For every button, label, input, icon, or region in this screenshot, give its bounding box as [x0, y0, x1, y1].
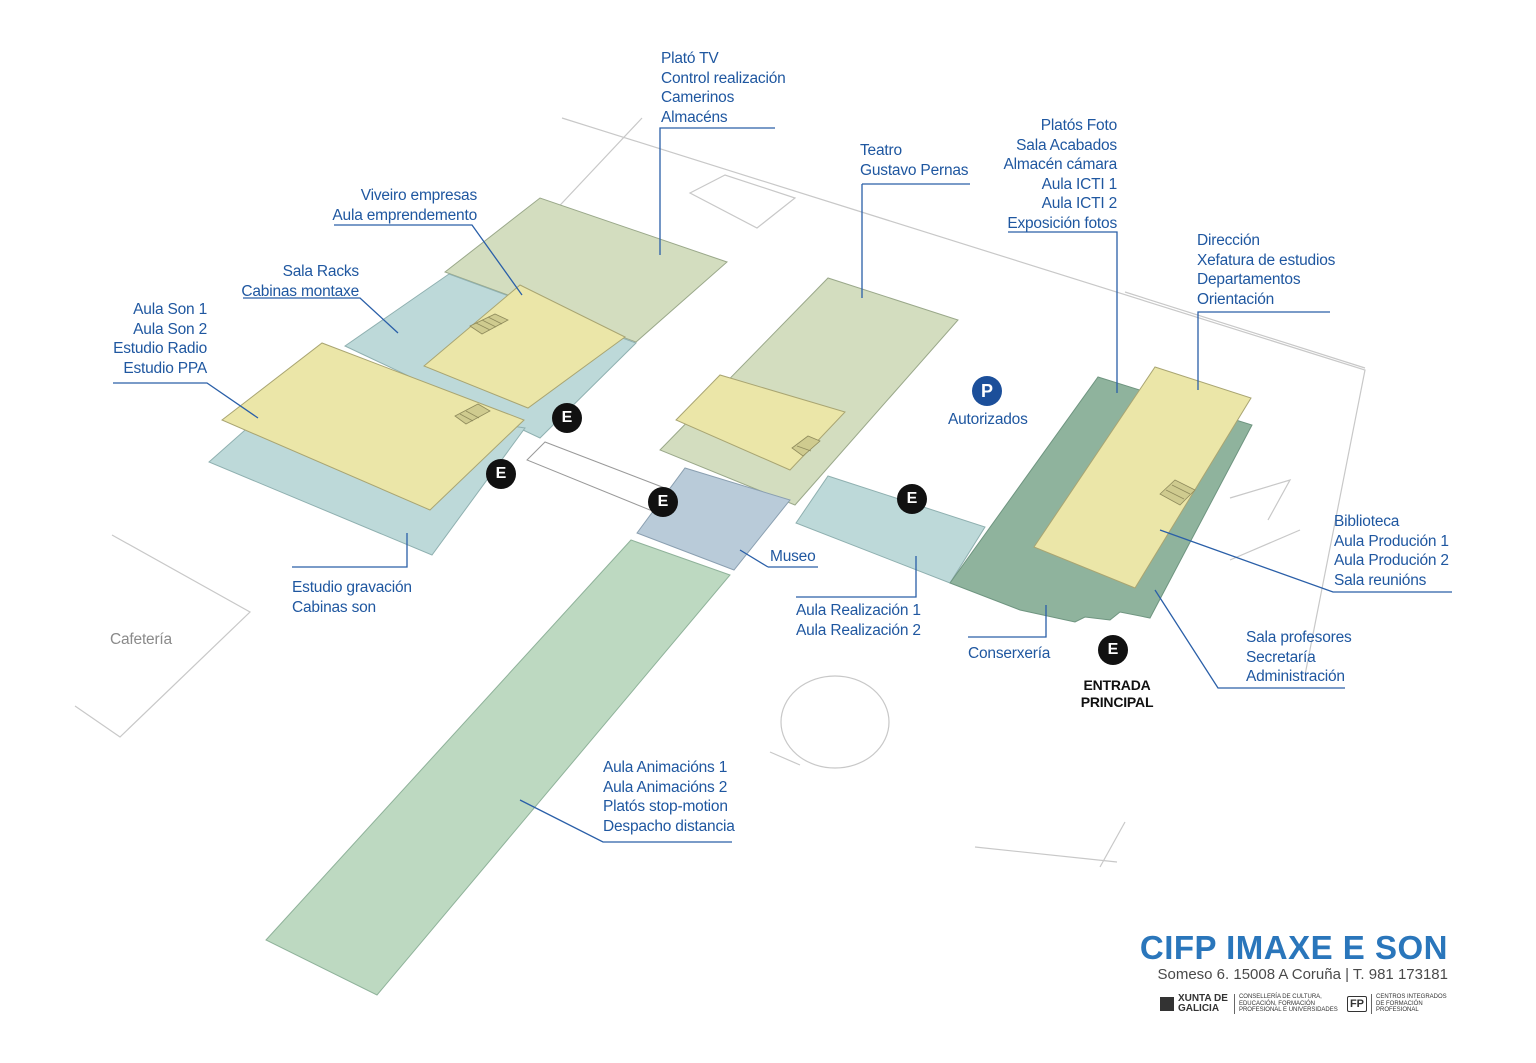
label-line: Aula emprendemento [332, 206, 477, 224]
label-line: Aula Produción 2 [1334, 552, 1449, 569]
fp-mark-icon: FP [1346, 996, 1367, 1012]
label-autorizados: Autorizados [948, 410, 1028, 430]
label-line: Gustavo Pernas [860, 161, 969, 179]
label-line: Platós stop-motion [603, 798, 728, 815]
stairs-icon [1159, 479, 1196, 506]
label-line: Aula Son 2 [133, 320, 207, 338]
label-platos-foto: Platós Foto Sala Acabados Almacén cámara… [990, 116, 1118, 233]
label-line: Plató TV [661, 50, 719, 67]
label-line: Aula Realización 1 [796, 602, 921, 619]
building-aula-son[interactable] [221, 342, 525, 511]
entrance-marker[interactable]: E [897, 484, 927, 514]
stairs-icon [791, 435, 821, 457]
entrance-marker[interactable]: E [648, 487, 678, 517]
label-line: PRINCIPAL [1080, 694, 1154, 710]
label-line: Autorizados [948, 411, 1028, 428]
label-line: Despacho distancia [603, 817, 735, 835]
label-teatro: Teatro Gustavo Pernas [860, 141, 969, 180]
label-line: Aula Animacións 1 [603, 759, 728, 776]
label-line: Almacéns [661, 108, 728, 126]
label-entrada-principal: ENTRADA PRINCIPAL [1077, 677, 1157, 711]
label-line: Dirección [1197, 232, 1260, 249]
xunta-name: XUNTA DE GALICIA [1177, 993, 1228, 1014]
site-outline-square [688, 174, 797, 229]
building-direccion[interactable] [1033, 366, 1252, 589]
xunta-shield-icon [1159, 997, 1174, 1011]
label-line: Aula Produción 1 [1334, 532, 1449, 550]
cafeteria-outline [74, 534, 251, 738]
label-line: Aula ICTI 2 [1041, 195, 1118, 212]
site-outline-north [561, 117, 1366, 676]
stairs-icon [469, 313, 509, 335]
fp-text: CENTROS INTEGRADOS DE FORMACIÓN PROFESIO… [1371, 994, 1448, 1014]
label-line: Cabinas son [292, 598, 376, 616]
label-direccion: Dirección Xefatura de estudios Departame… [1197, 231, 1335, 309]
label-biblioteca: Biblioteca Aula Produción 1 Aula Produci… [1334, 512, 1449, 590]
entrance-marker[interactable]: E [1098, 635, 1128, 665]
label-line: Control realización [661, 69, 786, 87]
building-animacions[interactable] [265, 539, 731, 996]
label-line: Cabinas montaxe [241, 282, 359, 300]
label-conserxeria: Conserxería [968, 644, 1050, 664]
label-line: Secretaría [1246, 648, 1316, 666]
label-line: Aula Realización 2 [796, 621, 921, 639]
label-line: Sala Racks [282, 263, 360, 280]
site-outlines [74, 117, 1366, 868]
label-line: Cafetería [110, 631, 172, 648]
label-line: Viveiro empresas [360, 187, 477, 204]
brand-address: Someso 6. 15008 A Coruña | T. 981 173181 [1157, 966, 1448, 983]
entrance-marker[interactable]: E [552, 403, 582, 433]
label-aula-son: Aula Son 1 Aula Son 2 Estudio Radio Estu… [100, 300, 207, 378]
building-viveiro[interactable] [423, 284, 626, 409]
label-line: Conserxería [968, 645, 1051, 662]
label-line: Estudio PPA [123, 359, 207, 377]
label-line: Camerinos [661, 89, 735, 106]
label-line: Xefatura de estudios [1197, 251, 1336, 269]
label-line: Administración [1246, 668, 1345, 685]
label-estudio-gravacion: Estudio gravación Cabinas son [292, 578, 412, 617]
label-line: Almacén cámara [1003, 156, 1118, 173]
label-line: Estudio gravación [292, 579, 412, 596]
label-line: ENTRADA [1083, 677, 1151, 693]
label-line: Platós Foto [1040, 117, 1117, 134]
label-line: Sala Acabados [1016, 136, 1117, 154]
label-line: Exposición fotos [1007, 214, 1117, 232]
brand-title: CIFP IMAXE E SON [1139, 929, 1448, 966]
entrance-marker[interactable]: E [486, 459, 516, 489]
parking-icon[interactable]: P [972, 376, 1002, 406]
building-aula-realizacion[interactable] [795, 475, 986, 584]
label-line: Sala profesores [1246, 629, 1352, 646]
label-sala-profesores: Sala profesores Secretaría Administració… [1246, 628, 1352, 687]
label-line: Orientación [1197, 290, 1275, 308]
label-museo: Museo [770, 547, 816, 567]
label-line: Sala reunións [1334, 571, 1427, 589]
building-teatro[interactable] [659, 277, 959, 506]
fp-logo: FP CENTROS INTEGRADOS DE FORMACIÓN PROFE… [1346, 994, 1448, 1014]
leader-lines [113, 127, 1452, 843]
label-viveiro: Viveiro empresas Aula emprendemento [320, 186, 477, 225]
label-line: Aula Son 1 [133, 301, 207, 318]
label-cafeteria: Cafetería [110, 630, 172, 650]
label-sala-racks: Sala Racks Cabinas montaxe [220, 262, 359, 301]
brand-block: CIFP IMAXE E SON Someso 6. 15008 A Coruñ… [1118, 930, 1448, 1014]
stairs-icon [454, 403, 491, 425]
label-line: Biblioteca [1334, 513, 1400, 530]
label-line: Departamentos [1197, 271, 1301, 288]
brand-logos: XUNTA DE GALICIA CONSELLERÍA DE CULTURA,… [1118, 994, 1448, 1014]
xunta-logo: XUNTA DE GALICIA CONSELLERÍA DE CULTURA,… [1159, 993, 1339, 1014]
label-aula-realizacion: Aula Realización 1 Aula Realización 2 [796, 601, 921, 640]
xunta-department: CONSELLERÍA DE CULTURA, EDUCACIÓN, FORMA… [1233, 994, 1339, 1014]
roundabout-outline [780, 675, 890, 769]
label-line: Museo [770, 548, 816, 565]
label-line: Teatro [860, 142, 902, 159]
label-line: Aula ICTI 1 [1041, 175, 1118, 193]
label-line: Aula Animacións 2 [603, 778, 728, 796]
label-plato-tv: Plató TV Control realización Camerinos A… [661, 49, 786, 127]
label-animacions: Aula Animacións 1 Aula Animacións 2 Plat… [603, 758, 735, 836]
label-line: Estudio Radio [113, 340, 207, 357]
